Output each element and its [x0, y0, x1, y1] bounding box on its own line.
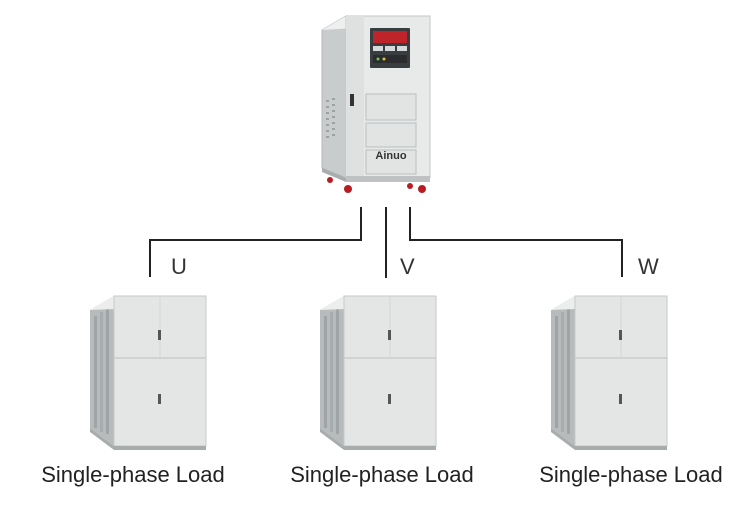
side-vents [326, 98, 335, 138]
load-cabinet-1 [89, 295, 207, 451]
load-cabinet-2 [319, 295, 437, 451]
load-caption-3: Single-phase Load [539, 462, 723, 487]
wire-w [409, 207, 623, 277]
phase-label-v: V [400, 254, 415, 279]
load-cabinet-3 [550, 295, 668, 451]
load-caption-1: Single-phase Load [41, 462, 225, 487]
wheel-icon [418, 185, 426, 193]
cabinet-base [346, 176, 430, 182]
load-caption-2: Single-phase Load [290, 462, 474, 487]
wheel-icon [344, 185, 352, 193]
phase-label-u: U [171, 254, 187, 279]
door-handle [350, 94, 354, 106]
wheel-icon [327, 177, 333, 183]
power-source-cabinet [321, 15, 431, 193]
wheel-icon [407, 183, 413, 189]
wire-u [149, 207, 362, 277]
cabinet-side [321, 15, 347, 179]
phase-label-w: W [638, 254, 659, 279]
brand-label: Ainuo [375, 150, 407, 162]
